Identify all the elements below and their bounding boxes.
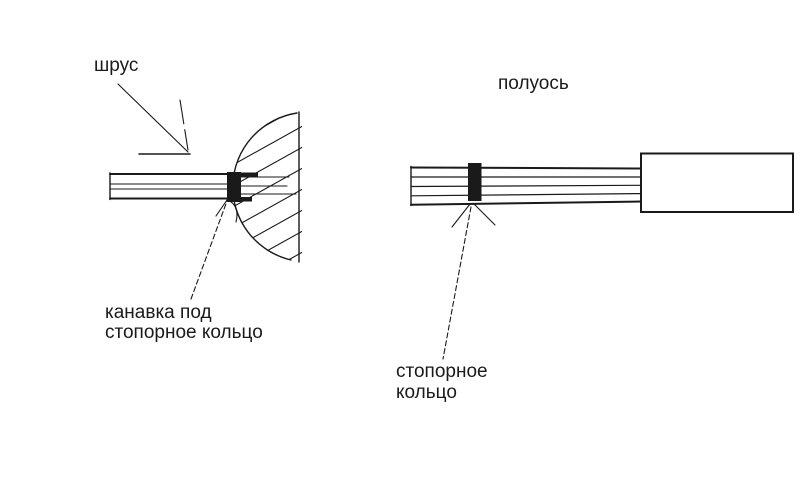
arrow-stem bbox=[190, 200, 228, 300]
hatch-line bbox=[232, 212, 302, 260]
arrow-barb-right bbox=[473, 203, 496, 226]
cv-joint-shaft bbox=[109, 172, 297, 201]
shaft-line bbox=[410, 200, 642, 206]
groove-lip-top bbox=[227, 172, 258, 177]
arrow-barb-right bbox=[227, 199, 238, 223]
groove-callout-arrow bbox=[190, 199, 238, 300]
ring-callout-label: стопорное кольцо bbox=[396, 361, 488, 403]
shaft-line bbox=[410, 184, 642, 188]
axle-figure bbox=[410, 152, 794, 360]
hatch-line bbox=[232, 191, 302, 260]
ring-callout-arrow bbox=[442, 203, 496, 360]
snap-ring-groove bbox=[227, 172, 258, 202]
hatch-line bbox=[232, 128, 302, 233]
groove-callout-label: канавка под стопорное кольцо bbox=[105, 302, 263, 343]
hatch-line bbox=[232, 113, 302, 212]
shaft-line bbox=[410, 193, 642, 197]
groove-lip-bottom bbox=[227, 197, 252, 202]
axle-label: полуось bbox=[498, 73, 569, 94]
axle-shaft bbox=[410, 165, 642, 207]
arrow-stem bbox=[442, 206, 472, 360]
hatch-line bbox=[232, 170, 302, 260]
arrow-barb-left bbox=[215, 199, 228, 217]
snap-ring bbox=[468, 163, 482, 201]
arrow-barb-left bbox=[451, 203, 471, 228]
cv-joint-label: шрус bbox=[94, 55, 139, 76]
arrow-stem bbox=[117, 83, 189, 153]
shaft-line bbox=[410, 166, 642, 170]
arrow-barb-vertical bbox=[179, 99, 189, 151]
groove-block bbox=[227, 172, 241, 202]
axle-hub-block bbox=[640, 152, 794, 213]
shrus-arrow bbox=[117, 83, 191, 155]
